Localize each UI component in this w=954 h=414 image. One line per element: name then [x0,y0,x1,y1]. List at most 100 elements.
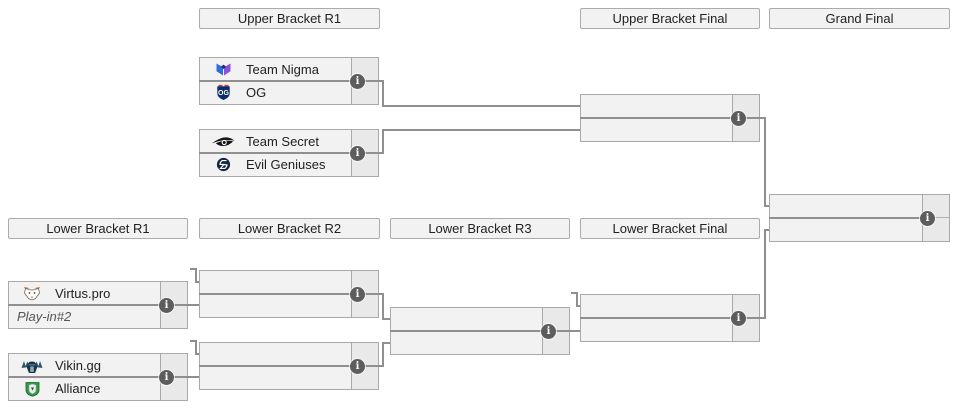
team-slot-empty [581,295,733,318]
match-lower-r1-2: Vikin.gg Alliance i [8,353,188,401]
match-lower-r3: i [390,307,570,355]
connector-ub1-vertical [382,80,384,107]
match-divider-line [580,117,760,119]
connector-lb1b-to-lb2b [188,376,199,378]
loser-drop-hook-lbfinal-entry [576,305,580,307]
team-slot-empty [200,343,352,366]
connector-lb2a-to-lb3 [384,318,390,320]
alliance-logo [14,381,50,397]
info-glyph: i [355,148,360,159]
info-glyph: i [546,326,551,337]
loser-drop-hook-lbfinal-tick [571,292,578,294]
team-slot-alliance[interactable]: Alliance [9,377,161,400]
team-name: Alliance [55,381,101,396]
virtus-pro-logo [14,286,50,301]
match-grand-final: i [769,194,950,242]
loser-drop-hook-lb2b-tick [190,340,197,342]
info-icon[interactable]: i [350,359,365,374]
connector-ub2-to-ubfinal [384,129,580,131]
header-lower-bracket-r3: Lower Bracket R3 [390,218,570,239]
connector-lb2a-vertical [382,293,384,320]
team-slot-empty [581,118,733,141]
connector-lbfinal-to-grandfinal [764,229,769,231]
info-icon[interactable]: i [920,211,935,226]
match-divider-line [8,376,188,378]
placeholder-name: Play-in#2 [17,309,72,324]
loser-drop-hook-lb2a-entry [195,281,199,283]
connector-ub1-to-ubfinal [384,105,580,107]
team-slot-empty [391,308,543,331]
header-lower-bracket-final: Lower Bracket Final [580,218,760,239]
team-name: OG [246,85,267,100]
match-upper-r1-2: Team Secret Evil Geniuses i [199,129,379,177]
match-lower-final: i [580,294,760,342]
team-slot-empty [770,195,922,218]
info-icon[interactable]: i [350,287,365,302]
header-upper-bracket-final: Upper Bracket Final [580,8,760,29]
team-nigma-logo [205,62,241,77]
team-slot-og[interactable]: OG OG [200,81,352,104]
info-icon[interactable]: i [541,324,556,339]
team-slot-vikin[interactable]: Vikin.gg [9,354,161,377]
info-glyph: i [355,76,360,87]
match-divider-line [580,317,760,319]
match-divider-line [8,304,188,306]
match-lower-r2-2: i [199,342,379,390]
loser-drop-hook-lbfinal-vertical [576,292,578,307]
loser-drop-hook-lb2b-entry [195,353,199,355]
match-upper-r1-1: Team Nigma OG OG i [199,57,379,105]
team-secret-logo [205,135,241,148]
loser-drop-hook-lb2b-vertical [195,340,197,355]
team-slot-empty [200,271,352,294]
team-slot-eg[interactable]: Evil Geniuses [200,153,352,176]
connector-ub1-exit [379,80,384,82]
match-divider-line [199,365,379,367]
og-logo: OG [205,84,241,101]
team-slot-empty [200,366,352,389]
connector-ub2-vertical [382,129,384,154]
info-icon[interactable]: i [731,111,746,126]
header-grand-final: Grand Final [769,8,950,29]
score-divider-line [922,217,950,218]
team-slot-empty [200,294,352,317]
header-lower-bracket-r1: Lower Bracket R1 [8,218,188,239]
connector-lb2a-exit [379,293,384,295]
connector-lbfinal-exit [760,317,766,319]
match-divider-line [769,217,923,219]
match-lower-r1-1: Virtus.pro Play-in#2 i [8,281,188,329]
info-icon[interactable]: i [731,311,746,326]
team-name: Virtus.pro [55,286,111,301]
connector-lb2b-to-lb3 [384,342,390,344]
team-slot-secret[interactable]: Team Secret [200,130,352,153]
connector-lb1a-to-lb2a [188,304,199,306]
team-name: Team Nigma [246,62,319,77]
info-icon[interactable]: i [159,370,174,385]
info-glyph: i [164,300,169,311]
evil-geniuses-logo [205,157,241,172]
connector-lbfinal-vertical [764,229,766,319]
match-upper-final: i [580,94,760,142]
info-glyph: i [736,313,741,324]
team-name: Vikin.gg [55,358,102,373]
team-slot-nigma[interactable]: Team Nigma [200,58,352,81]
info-icon[interactable]: i [350,74,365,89]
team-slot-virtus-pro[interactable]: Virtus.pro [9,282,161,305]
team-name: Team Secret [246,134,319,149]
team-slot-play-in: Play-in#2 [9,305,161,328]
vikin-gg-logo [14,358,50,374]
loser-drop-hook-lb2a-tick [190,268,197,270]
header-lower-bracket-r2: Lower Bracket R2 [199,218,380,239]
team-slot-empty [391,331,543,354]
team-name: Evil Geniuses [246,157,326,172]
header-upper-bracket-r1: Upper Bracket R1 [199,8,380,29]
info-glyph: i [736,113,741,124]
info-icon[interactable]: i [159,298,174,313]
info-glyph: i [355,289,360,300]
match-divider-line [390,330,570,332]
info-glyph: i [164,372,169,383]
match-lower-r2-1: i [199,270,379,318]
info-icon[interactable]: i [350,146,365,161]
info-glyph: i [355,361,360,372]
loser-drop-hook-lb2a-vertical [195,268,197,283]
connector-lb2b-exit [379,365,384,367]
